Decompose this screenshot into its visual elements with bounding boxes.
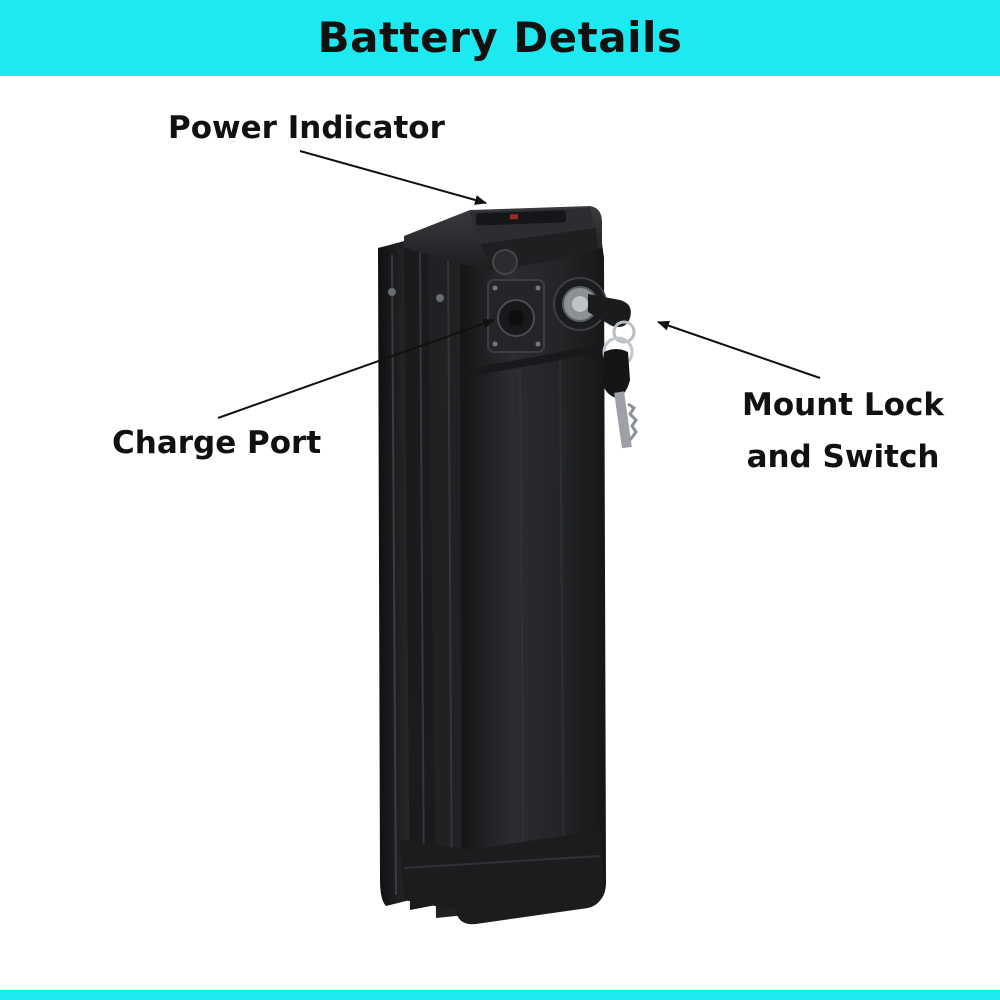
- charge-port-arrow: [217, 318, 495, 419]
- battery-side-rails: [378, 236, 466, 918]
- mount-lock-label: Mount Lock and Switch: [742, 379, 944, 483]
- power-indicator-icon: [475, 210, 567, 226]
- mount-lock-arrow: [657, 320, 821, 379]
- power-indicator-label: Power Indicator: [168, 110, 445, 146]
- key-icon: [588, 294, 638, 449]
- header-band: Battery Details: [0, 0, 1000, 76]
- power-indicator-arrow: [299, 150, 487, 205]
- charge-port-label: Charge Port: [112, 425, 322, 461]
- footer-band: [0, 990, 1000, 1000]
- page-title: Battery Details: [317, 12, 683, 62]
- mount-lock-label-line2: and Switch: [746, 439, 940, 475]
- callout-arrows: [217, 150, 821, 419]
- mount-lock-label-line1: Mount Lock: [742, 387, 944, 423]
- charge-port-icon: [487, 279, 545, 353]
- battery-body: [400, 228, 606, 925]
